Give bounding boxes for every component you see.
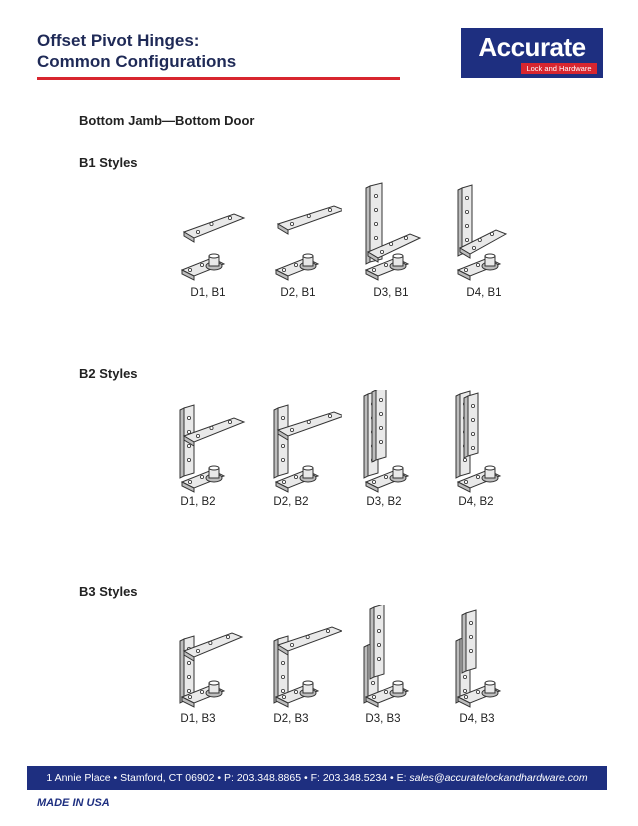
hinge-label-d2-b3: D2, B3 bbox=[273, 713, 309, 725]
accurate-logo: Accurate Lock and Hardware bbox=[461, 28, 603, 78]
hinge-d2-b2 bbox=[262, 390, 342, 500]
hinge-label-d1-b2: D1, B2 bbox=[180, 496, 216, 508]
footer-email-link[interactable]: sales@accuratelockandhardware.com bbox=[409, 772, 588, 784]
group-heading-b3: B3 Styles bbox=[79, 584, 138, 599]
hinge-label-d1-b1: D1, B1 bbox=[190, 287, 226, 299]
hinge-label-d4-b2: D4, B2 bbox=[458, 496, 494, 508]
hinge-label-d4-b1: D4, B1 bbox=[466, 287, 502, 299]
hinge-d3-b3 bbox=[352, 605, 432, 715]
hinge-d1-b3 bbox=[168, 605, 248, 715]
footer-address: 1 Annie Place • Stamford, CT 06902 • P: … bbox=[46, 772, 410, 784]
hinge-label-d3-b1: D3, B1 bbox=[373, 287, 409, 299]
hinge-d1-b1 bbox=[168, 182, 248, 292]
hinge-label-d3-b3: D3, B3 bbox=[365, 713, 401, 725]
section-heading: Bottom Jamb—Bottom Door bbox=[79, 113, 255, 128]
logo-wordmark: Accurate bbox=[478, 32, 586, 62]
title-line-1: Offset Pivot Hinges: bbox=[37, 31, 200, 50]
hinge-d1-b2 bbox=[168, 390, 248, 500]
hinge-label-d1-b3: D1, B3 bbox=[180, 713, 216, 725]
hinge-label-d2-b2: D2, B2 bbox=[273, 496, 309, 508]
hinge-d2-b1 bbox=[262, 182, 342, 292]
hinge-d2-b3 bbox=[262, 605, 342, 715]
hinge-d4-b1 bbox=[444, 182, 524, 292]
title-underline bbox=[37, 77, 400, 80]
group-heading-b1: B1 Styles bbox=[79, 155, 138, 170]
group-heading-b2: B2 Styles bbox=[79, 366, 138, 381]
hinge-d4-b3 bbox=[444, 605, 524, 715]
title-line-2: Common Configurations bbox=[37, 52, 237, 71]
logo-tagline: Lock and Hardware bbox=[521, 63, 597, 74]
contact-footer: 1 Annie Place • Stamford, CT 06902 • P: … bbox=[27, 766, 607, 790]
made-in-usa: MADE IN USA bbox=[37, 797, 110, 809]
hinge-d3-b1 bbox=[352, 182, 432, 292]
hinge-label-d2-b1: D2, B1 bbox=[280, 287, 316, 299]
hinge-d3-b2 bbox=[352, 390, 432, 500]
page-title: Offset Pivot Hinges: Common Configuratio… bbox=[37, 30, 236, 72]
hinge-d4-b2 bbox=[444, 390, 524, 500]
hinge-label-d3-b2: D3, B2 bbox=[366, 496, 402, 508]
hinge-label-d4-b3: D4, B3 bbox=[459, 713, 495, 725]
